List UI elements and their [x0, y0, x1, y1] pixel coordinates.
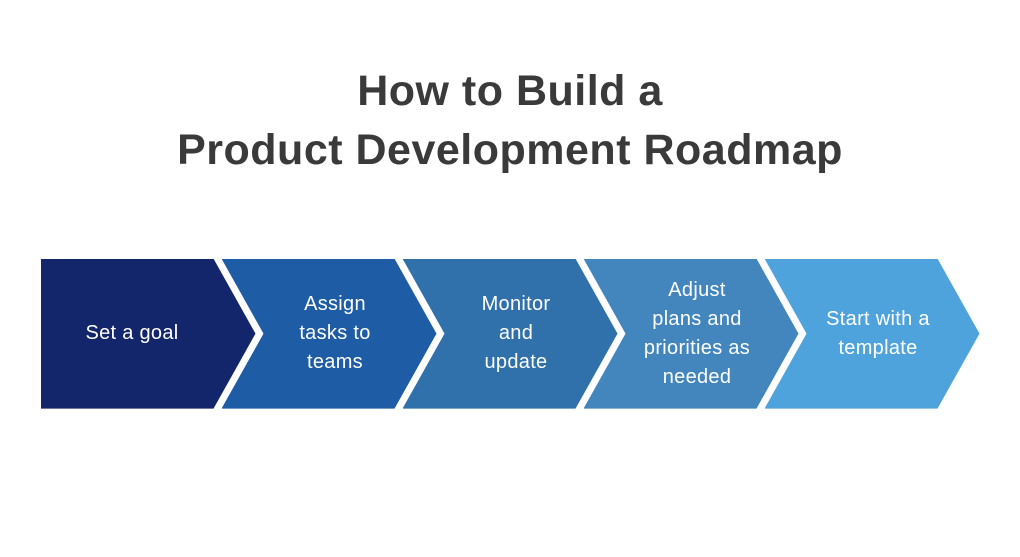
step-label: Adjust plans and priorities as needed — [643, 278, 751, 388]
step-label: Monitor and update — [481, 293, 551, 374]
step-label: Start with a template — [826, 307, 930, 359]
page-title: How to Build a Product Development Roadm… — [0, 62, 1020, 181]
step-chevron-set-a-goal: Set a goal — [41, 259, 256, 409]
process-flow: Set a goal Assign tasks to teams Monitor… — [0, 259, 1020, 409]
page-title-line-1: How to Build a — [357, 67, 663, 115]
step-label: Assign tasks to teams — [299, 293, 371, 374]
page-title-line-2: Product Development Roadmap — [177, 126, 843, 175]
step-label: Set a goal — [85, 322, 179, 345]
